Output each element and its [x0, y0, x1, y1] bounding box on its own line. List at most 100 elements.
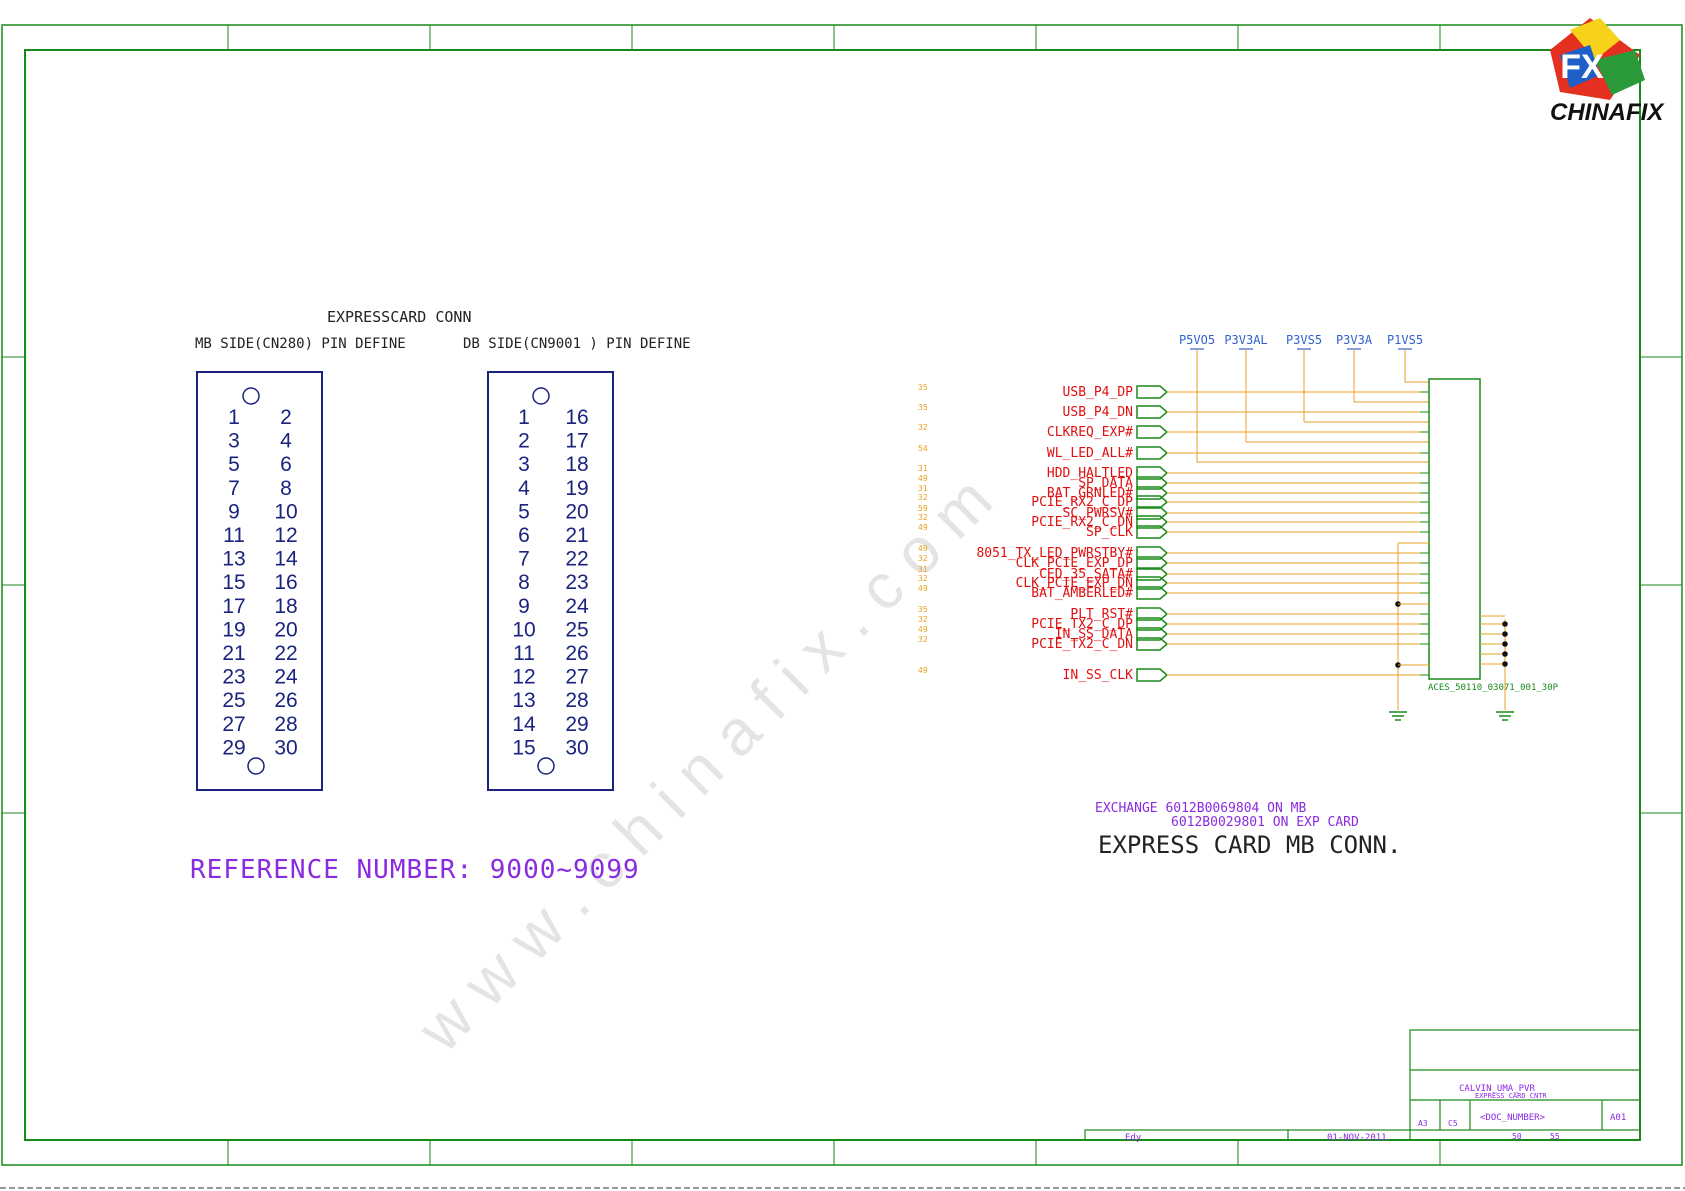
title-block: [1084, 1029, 1641, 1141]
db-pin-3: 3: [518, 453, 530, 476]
signal-label: HDD_HALTLED: [1047, 466, 1133, 481]
offpage-connector-arrow: [1136, 637, 1169, 651]
svg-text:FX: FX: [1560, 48, 1604, 86]
offpage-connector-arrow: [1136, 495, 1169, 509]
signal-label: IN_SS_CLK: [1063, 668, 1134, 683]
power-rail-label: P3V3A: [1336, 333, 1373, 347]
mb-pin-6: 6: [280, 453, 292, 476]
signal-label: USB_P4_DN: [1063, 405, 1133, 420]
mb-pin-29: 29: [222, 736, 245, 759]
mb-pin-9: 9: [228, 500, 240, 523]
signal-page-ref: 32: [918, 635, 928, 644]
mb-pin-15: 15: [222, 571, 245, 594]
signal-label: CLK_PCIE_EXP_DP: [1016, 556, 1134, 571]
db-pin-1: 1: [518, 406, 530, 429]
mb-pin-3: 3: [228, 430, 240, 453]
db-pin-18: 18: [565, 453, 588, 476]
db-pin-12: 12: [512, 666, 535, 689]
offpage-connector-arrow: [1136, 556, 1169, 570]
signal-label: CLKREQ_EXP#: [1047, 425, 1133, 440]
signal-page-ref: 59: [918, 504, 928, 513]
power-rail-label: P3VS5: [1286, 333, 1322, 347]
mb-pin-28: 28: [274, 713, 297, 736]
signal-page-ref: 49: [918, 666, 928, 675]
db-pin-21: 21: [565, 524, 588, 547]
offpage-connector-arrow: [1136, 525, 1169, 539]
offpage-connector-arrow: [1136, 425, 1169, 439]
signal-page-ref: 32: [918, 423, 928, 432]
junction-dot: [1502, 621, 1508, 627]
db-pin-4: 4: [518, 477, 530, 500]
mb-pin-5: 5: [228, 453, 240, 476]
junction-dot: [1502, 641, 1508, 647]
mb-pin-7: 7: [228, 477, 240, 500]
mb-keyhole-top: [242, 387, 260, 405]
db-pin-15: 15: [512, 736, 535, 759]
db-pin-14: 14: [512, 713, 536, 736]
reference-number: REFERENCE NUMBER: 9000~9099: [190, 855, 640, 885]
db-pin-30: 30: [565, 736, 588, 759]
db-pin-16: 16: [565, 406, 588, 429]
mb-pin-22: 22: [274, 642, 297, 665]
signal-label: PLT_RST#: [1070, 607, 1133, 622]
tb-of: 55: [1550, 1132, 1560, 1141]
db-pin-13: 13: [512, 689, 535, 712]
offpage-connector-arrow: [1136, 668, 1169, 682]
db-pin-2: 2: [518, 430, 530, 453]
power-rail-label: P1VS5: [1387, 333, 1423, 347]
signal-label: PCIE_RX2_C_DN: [1031, 515, 1133, 530]
signal-label: CLK_PCIE_EXP_DN: [1016, 576, 1133, 591]
tb-sheet-title: EXPRESS CARD CNTR: [1475, 1092, 1547, 1100]
signal-page-ref: 35: [918, 605, 928, 614]
db-pin-6: 6: [518, 524, 530, 547]
tb-editor: Edy: [1125, 1133, 1142, 1143]
signal-label: PCIE_TX2_C_DN: [1031, 637, 1133, 652]
junction-dot: [1502, 661, 1508, 667]
logo-text: CHINAFIX: [1550, 99, 1665, 126]
junction-dot: [1502, 651, 1508, 657]
signal-page-ref: 32: [918, 493, 928, 502]
mb-pin-30: 30: [274, 736, 297, 759]
offpage-connector-arrow: [1136, 446, 1169, 460]
db-pin-8: 8: [518, 571, 530, 594]
signal-page-ref: 49: [918, 625, 928, 634]
signal-page-ref: 49: [918, 474, 928, 483]
offpage-connector-arrow: [1136, 385, 1169, 399]
tb-doc-number: <DOC_NUMBER>: [1480, 1113, 1546, 1123]
signal-label: BAT_GRNLED#: [1047, 486, 1133, 501]
signal-label: SP_DATA: [1078, 476, 1133, 491]
db-keyhole-top: [532, 387, 550, 405]
mb-pin-12: 12: [274, 524, 297, 547]
signal-label: BAT_AMBERLED#: [1031, 586, 1133, 601]
mb-pin-13: 13: [222, 548, 245, 571]
mb-pin-21: 21: [222, 642, 245, 665]
watermark: w w w . c h i n a f i x . c o m: [403, 463, 1005, 1065]
db-pin-20: 20: [565, 500, 588, 523]
offpage-connector-arrow: [1136, 586, 1169, 600]
mb-pin-25: 25: [222, 689, 245, 712]
offpage-connector-arrow: [1136, 405, 1169, 419]
power-rail-label: P3V3AL: [1224, 333, 1267, 347]
signal-page-ref: 31: [918, 464, 928, 473]
db-side-label: DB SIDE(CN9001 ) PIN DEFINE: [463, 336, 691, 352]
signal-label: IN_SS_DATA: [1055, 627, 1133, 642]
signal-label: PCIE_RX2_C_DP: [1031, 495, 1133, 510]
exchange-line-2: 6012B0029801 ON EXP CARD: [1171, 815, 1359, 830]
db-pin-25: 25: [565, 618, 588, 641]
exchange-line-1: EXCHANGE 6012B0069804 ON MB: [1095, 801, 1306, 816]
db-pin-29: 29: [565, 713, 588, 736]
db-pin-7: 7: [518, 548, 530, 571]
mb-pin-14: 14: [274, 548, 298, 571]
mb-side-label: MB SIDE(CN280) PIN DEFINE: [195, 336, 406, 352]
mb-pin-2: 2: [280, 406, 292, 429]
mb-connector-outline: [196, 371, 323, 791]
signal-page-ref: 31: [918, 484, 928, 493]
db-pin-28: 28: [565, 689, 588, 712]
mb-pin-23: 23: [222, 666, 245, 689]
mb-pin-4: 4: [280, 430, 292, 453]
signal-page-ref: 54: [918, 444, 928, 453]
tb-size-a: A3: [1418, 1119, 1428, 1128]
